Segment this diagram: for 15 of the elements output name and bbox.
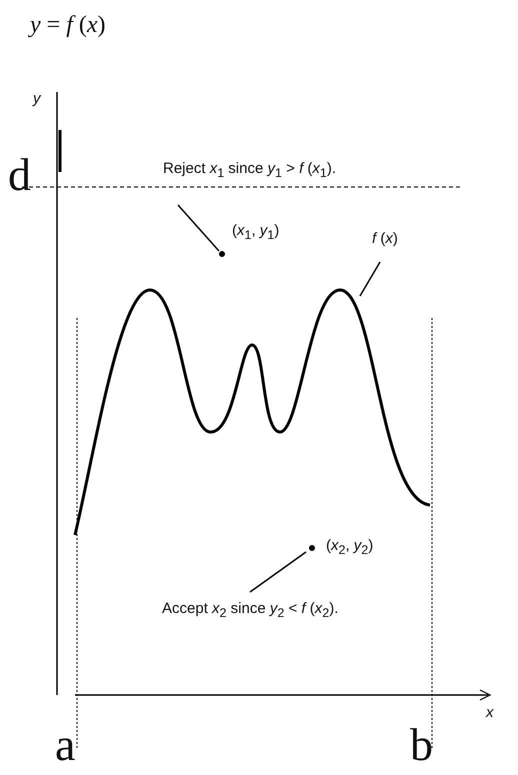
axis-label: x bbox=[486, 704, 494, 721]
axis-label: b bbox=[410, 718, 433, 771]
axis-label: a bbox=[55, 718, 76, 771]
function-curve bbox=[74, 288, 431, 536]
formula-title: y = f (x) bbox=[30, 12, 106, 39]
axis-label: y bbox=[33, 90, 40, 107]
annotation-text: Accept x$_{2}$ since y$_{2}$ < f (x$_{2}$). bbox=[162, 600, 338, 620]
annotation-text: Reject x$_{1}$ since y$_{1}$ > f (x$_{1}$). bbox=[163, 160, 336, 180]
point-label: (x$_{1}$, y$_{1}$) bbox=[232, 222, 280, 242]
point-label: (x$_{2}$, y$_{2}$) bbox=[326, 537, 374, 557]
leader-line bbox=[359, 262, 381, 296]
annotation-text: f (x) bbox=[372, 230, 398, 247]
leader-line bbox=[177, 204, 220, 252]
axis-label: d bbox=[8, 148, 31, 201]
leader-line bbox=[250, 551, 306, 593]
